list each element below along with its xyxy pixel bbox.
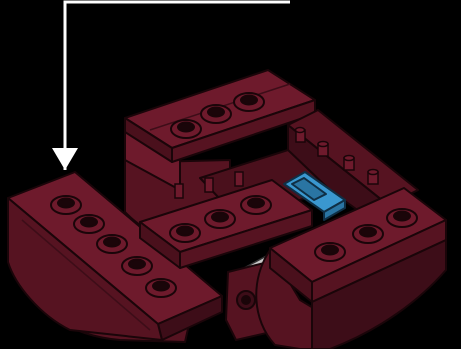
instruction-illustration xyxy=(0,0,461,349)
